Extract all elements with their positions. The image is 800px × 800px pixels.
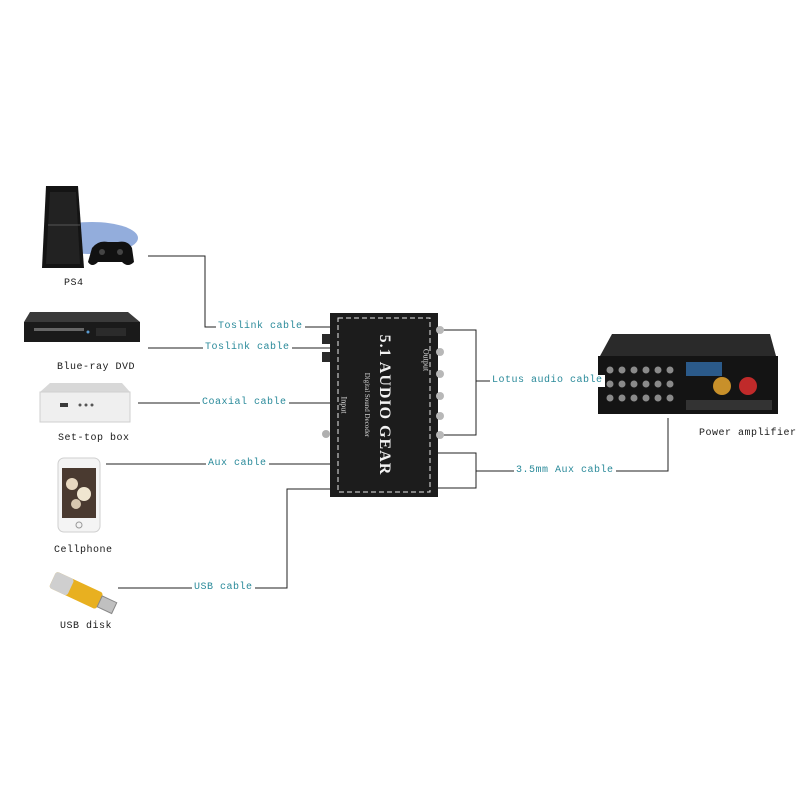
usb-disk-icon bbox=[49, 572, 118, 615]
usb-cable-label: USB cable bbox=[192, 582, 255, 594]
cellphone-icon bbox=[57, 457, 101, 533]
power-amplifier-icon bbox=[598, 334, 778, 414]
bluray-player-icon bbox=[24, 312, 140, 342]
wire-aux35-amp bbox=[476, 418, 669, 472]
cellphone-label: Cellphone bbox=[52, 545, 115, 557]
wire-lotus bbox=[438, 329, 477, 436]
decoder-subtitle: Digital Sound Decoder bbox=[363, 372, 371, 438]
settop-label: Set-top box bbox=[56, 433, 132, 445]
set-top-box-icon bbox=[39, 383, 131, 423]
decoder-input-label: Input bbox=[339, 396, 349, 414]
coaxial-cable-label: Coaxial cable bbox=[200, 397, 289, 409]
wire-ps4 bbox=[148, 255, 330, 328]
decoder-output-label: Output bbox=[421, 348, 431, 372]
amplifier-knobs bbox=[606, 366, 674, 402]
wire-usb bbox=[118, 488, 330, 589]
bluray-label: Blue-ray DVD bbox=[55, 362, 138, 374]
usb-disk-label: USB disk bbox=[58, 621, 115, 633]
amplifier-label: Power amplifier bbox=[697, 428, 799, 440]
decoder-title: 5.1 AUDIO GEAR bbox=[376, 334, 393, 476]
ps4-icon bbox=[42, 186, 138, 268]
toslink-cable-label-1: Toslink cable bbox=[216, 321, 305, 333]
wire-aux35 bbox=[438, 452, 477, 489]
ps4-label: PS4 bbox=[62, 278, 86, 290]
lotus-audio-cable-label: Lotus audio cable bbox=[490, 375, 605, 387]
aux-cable-label: Aux cable bbox=[206, 458, 269, 470]
toslink-cable-label-2: Toslink cable bbox=[203, 342, 292, 354]
aux-3-5mm-cable-label: 3.5mm Aux cable bbox=[514, 465, 616, 477]
audio-decoder-device bbox=[322, 313, 444, 497]
